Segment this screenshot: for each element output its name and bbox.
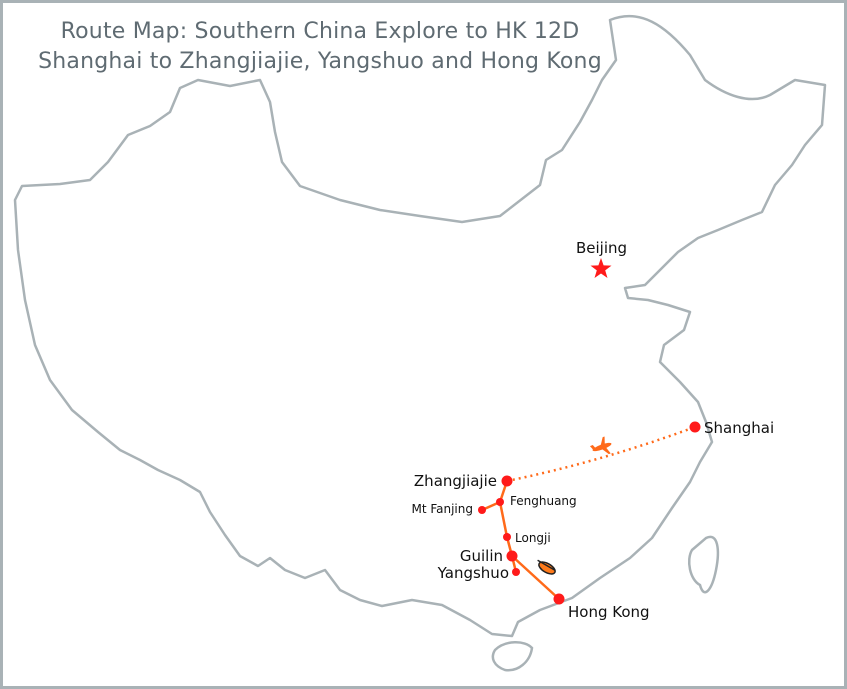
label-guilin: Guilin (460, 547, 503, 565)
star-icon (590, 258, 612, 278)
marker-shanghai[interactable] (689, 421, 701, 433)
label-yangshuo: Yangshuo (437, 564, 509, 582)
taiwan-outline (688, 535, 720, 594)
marker-longji[interactable] (503, 533, 511, 541)
hainan-outline (491, 641, 534, 672)
marker-zhangjiajie[interactable] (501, 475, 513, 487)
marker-fenghuang[interactable] (496, 498, 504, 506)
map-title: Route Map: Southern China Explore to HK … (60, 19, 580, 44)
label-longji: Longji (515, 531, 551, 545)
plane-icon (589, 436, 612, 455)
label-beijing: Beijing (576, 239, 627, 257)
boat-icon (537, 559, 556, 575)
marker-mt-fanjing[interactable] (478, 506, 486, 514)
map-subtitle: Shanghai to Zhangjiajie, Yangshuo and Ho… (38, 49, 602, 74)
label-zhangjiajie: Zhangjiajie (414, 472, 497, 490)
label-mt-fanjing: Mt Fanjing (411, 502, 473, 516)
marker-hong-kong[interactable] (553, 593, 565, 605)
flight-route (506, 425, 696, 483)
label-fenghuang: Fenghuang (510, 494, 577, 508)
label-hong-kong: Hong Kong (568, 603, 650, 621)
marker-guilin[interactable] (506, 550, 518, 562)
label-shanghai: Shanghai (704, 419, 774, 437)
marker-yangshuo[interactable] (512, 568, 520, 576)
china-outline (13, 14, 827, 638)
